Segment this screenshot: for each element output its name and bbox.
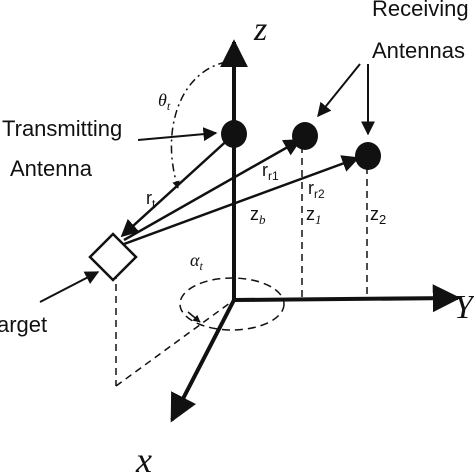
y-axis-label: Y: [454, 289, 474, 326]
rr1-vector: [123, 138, 302, 242]
y-axis: [233, 284, 461, 313]
x-axis: [170, 299, 236, 423]
rr2-label: rr2: [308, 178, 325, 201]
receiving-pointer-1: [317, 63, 361, 118]
theta-arc: [170, 61, 227, 189]
receiving-antenna-2-dot: [355, 142, 381, 170]
rt-vector: [120, 135, 233, 238]
transmitting-antenna-dot: [221, 120, 247, 148]
rr1-label: rr1: [262, 160, 279, 183]
transmitting-label-line2: Antenna: [10, 156, 93, 181]
azimuth-ellipse: [179, 277, 285, 331]
z-axis-label: z: [253, 11, 267, 48]
z2-label: z2: [370, 204, 386, 227]
alpha-label: αt: [190, 250, 203, 273]
receiving-antenna-1-dot: [292, 122, 318, 150]
rt-label: rt: [146, 188, 156, 211]
z1-label: z1: [306, 204, 322, 227]
receiving-label-line1: Receiving: [372, 0, 469, 21]
alpha-arrow-tip: [187, 311, 201, 323]
zb-label: zb: [250, 204, 266, 227]
x-axis-label: x: [135, 440, 152, 474]
target-label: Target: [0, 312, 47, 337]
transmitting-pointer: [137, 127, 218, 142]
target-projection-line: [115, 299, 235, 387]
transmitting-label-line1: Transmitting: [2, 116, 122, 141]
rr2-vector: [123, 155, 360, 246]
theta-label: θt: [158, 90, 171, 113]
receiving-label-line2: Antennas: [372, 38, 465, 63]
target-pointer: [39, 271, 100, 303]
target-marker: [88, 232, 138, 282]
